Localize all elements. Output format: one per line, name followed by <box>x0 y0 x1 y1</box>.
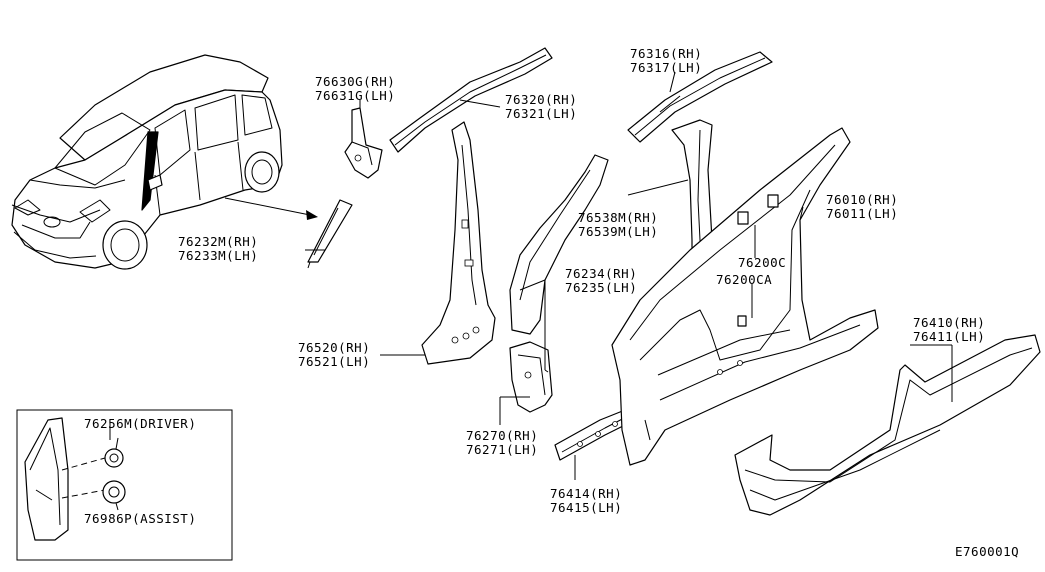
leader-lines <box>109 71 953 480</box>
label-76316: 76316(RH) <box>630 46 702 61</box>
label-76520: 76520(RH) <box>298 340 370 355</box>
label-76232m: 76232M(RH) <box>178 234 258 249</box>
label-76630g: 76630G(RH) <box>315 74 395 89</box>
part-76234-pillar-inner <box>509 154 609 335</box>
label-76317: 76317(LH) <box>630 60 702 75</box>
label-76414: 76414(RH) <box>550 486 622 501</box>
part-labels: 76630G(RH) 76631G(LH) 76320(RH) 76321(LH… <box>84 46 1019 559</box>
label-76235: 76235(LH) <box>565 280 637 295</box>
part-76316-roof-rail <box>627 51 773 143</box>
label-76415: 76415(LH) <box>550 500 622 515</box>
label-76256m: 76256M(DRIVER) <box>84 416 196 431</box>
label-76631g: 76631G(LH) <box>315 88 395 103</box>
label-76320: 76320(RH) <box>505 92 577 107</box>
vehicle-illustration <box>11 54 283 270</box>
label-76233m: 76233M(LH) <box>178 248 258 263</box>
part-76410-outer-sill <box>734 334 1041 516</box>
label-76200c: 76200C <box>738 255 786 270</box>
label-76411: 76411(LH) <box>913 329 985 344</box>
part-76200c-clips <box>737 194 779 327</box>
label-76321: 76321(LH) <box>505 106 577 121</box>
part-76320-roof-rail <box>389 47 553 153</box>
label-76200ca: 76200CA <box>716 272 772 287</box>
label-76410: 76410(RH) <box>913 315 985 330</box>
figure-code: E760001Q <box>955 544 1019 559</box>
label-76521: 76521(LH) <box>298 354 370 369</box>
label-76011: 76011(LH) <box>826 206 898 221</box>
part-76010-body-side <box>611 127 879 466</box>
part-76232m-garnish <box>307 199 353 269</box>
label-76538m: 76538M(RH) <box>578 210 658 225</box>
label-76010: 76010(RH) <box>826 192 898 207</box>
label-76539m: 76539M(LH) <box>578 224 658 239</box>
callout-arrow <box>224 197 318 220</box>
label-76234: 76234(RH) <box>565 266 637 281</box>
part-76520-center-pillar <box>421 121 496 365</box>
label-76270: 76270(RH) <box>466 428 538 443</box>
label-76271: 76271(LH) <box>466 442 538 457</box>
label-76986p: 76986P(ASSIST) <box>84 511 196 526</box>
part-76270-reinforcement <box>509 341 553 413</box>
part-76630g-bracket <box>344 107 383 179</box>
inset-detail-box <box>16 409 233 561</box>
